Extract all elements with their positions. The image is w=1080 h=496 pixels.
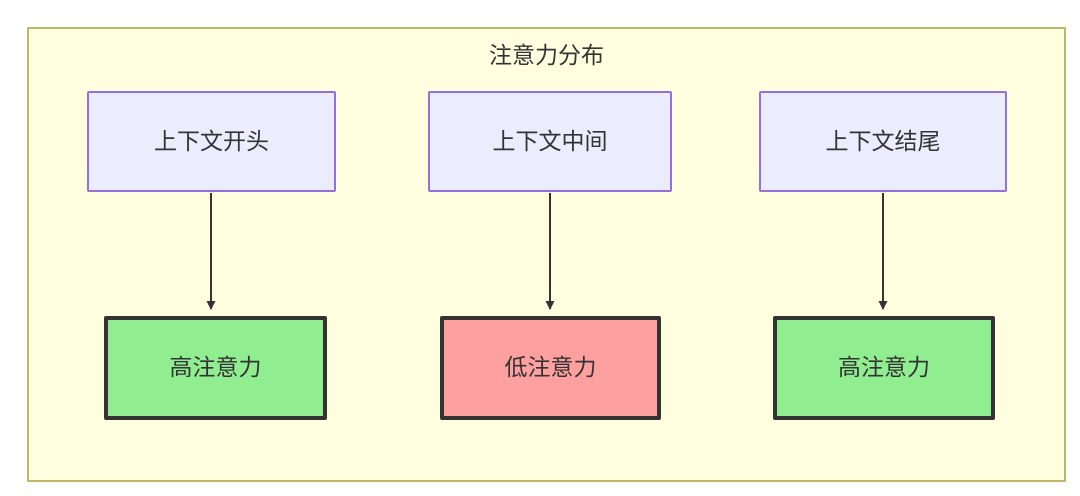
node-label: 上下文开头 xyxy=(154,127,269,154)
node-label: 高注意力 xyxy=(169,354,262,381)
node-attention-low-middle[interactable]: 低注意力 xyxy=(440,316,661,420)
node-label: 高注意力 xyxy=(838,354,930,381)
node-context-end[interactable]: 上下文结尾 xyxy=(759,91,1007,192)
node-attention-high-end[interactable]: 高注意力 xyxy=(773,316,995,420)
node-label: 上下文中间 xyxy=(492,127,608,154)
node-attention-high-start[interactable]: 高注意力 xyxy=(104,316,327,420)
node-context-middle[interactable]: 上下文中间 xyxy=(428,91,672,192)
node-label: 上下文结尾 xyxy=(825,127,941,154)
node-context-start[interactable]: 上下文开头 xyxy=(87,91,336,192)
node-label: 低注意力 xyxy=(504,354,597,381)
diagram-title: 注意力分布 xyxy=(489,42,604,68)
